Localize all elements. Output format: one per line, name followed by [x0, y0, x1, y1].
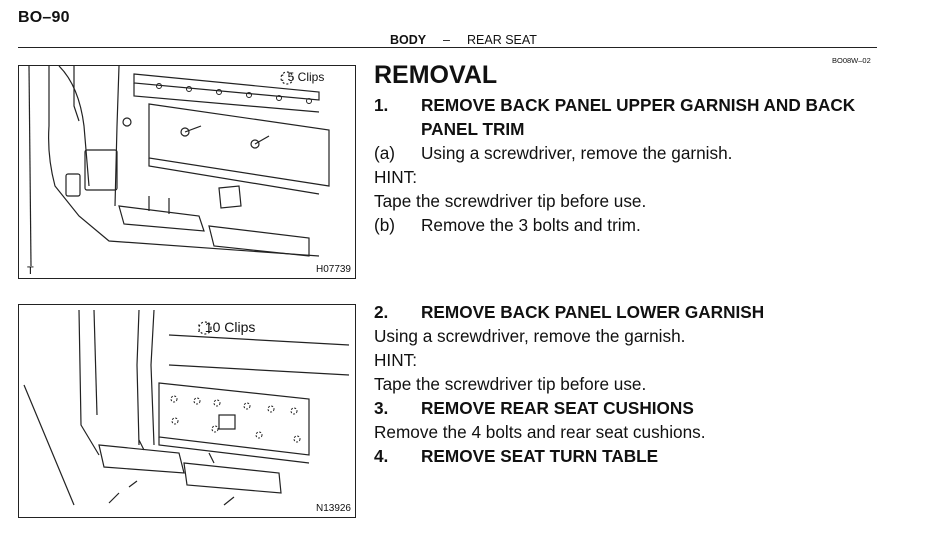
clip-count-label: : 10 Clips: [197, 319, 256, 335]
step-number: 4.: [374, 446, 389, 466]
step-3-text: Remove the 4 bolts and rear seat cushion…: [374, 422, 706, 442]
substep-text: Using a screwdriver, remove the garnish.: [421, 143, 733, 163]
substep-label: (b): [374, 215, 396, 235]
step-1-heading-continued: PANEL TRIM: [421, 119, 525, 139]
page-code: BO–90: [18, 9, 70, 26]
section-name: BODY: [390, 33, 427, 47]
section-title: REMOVAL: [374, 61, 498, 89]
substep-1b: (b) Remove the 3 bolts and trim.: [374, 213, 641, 237]
illustration-upper-garnish: T: [27, 66, 330, 277]
figure-upper-garnish: T : 5 Clips H07739: [18, 65, 356, 279]
step-4-heading: 4. REMOVE SEAT TURN TABLE: [374, 444, 658, 468]
step-1-heading: 1. REMOVE BACK PANEL UPPER GARNISH AND BA…: [374, 93, 855, 117]
illustration-lower-garnish: [23, 309, 350, 506]
substep-1a: (a) Using a screwdriver, remove the garni…: [374, 141, 732, 165]
step-number: 2.: [374, 302, 389, 322]
step-2-text: Using a screwdriver, remove the garnish.: [374, 326, 686, 346]
step-number: 3.: [374, 398, 389, 418]
doc-id: BO08W–02: [832, 56, 871, 65]
header-rule: [18, 47, 877, 48]
hint-text: Tape the screwdriver tip before use.: [374, 374, 647, 394]
substep-text: Remove the 3 bolts and trim.: [421, 215, 641, 235]
clip-icon: [280, 71, 294, 85]
figure-code: H07739: [315, 264, 351, 275]
figure-lower-garnish: : 10 Clips N13926: [18, 304, 356, 518]
step-text: REMOVE REAR SEAT CUSHIONS: [421, 398, 694, 418]
figure-code: N13926: [315, 503, 351, 514]
hint-label: HINT:: [374, 350, 417, 370]
step-text: REMOVE SEAT TURN TABLE: [421, 446, 659, 466]
step-3-heading: 3. REMOVE REAR SEAT CUSHIONS: [374, 396, 694, 420]
step-2-heading: 2. REMOVE BACK PANEL LOWER GARNISH: [374, 300, 764, 324]
hint-text: Tape the screwdriver tip before use.: [374, 191, 647, 211]
hint-label: HINT:: [374, 167, 417, 187]
subsection-name: REAR SEAT: [467, 33, 537, 47]
step-text: REMOVE BACK PANEL LOWER GARNISH: [421, 302, 765, 322]
clip-count-label: : 5 Clips: [281, 70, 325, 84]
svg-text:T: T: [27, 265, 34, 277]
substep-label: (a): [374, 143, 396, 163]
step-number: 1.: [374, 95, 389, 115]
clip-icon: [198, 321, 212, 335]
step-text: REMOVE BACK PANEL UPPER GARNISH AND BACK: [421, 95, 856, 115]
header-dash: –: [443, 33, 450, 47]
